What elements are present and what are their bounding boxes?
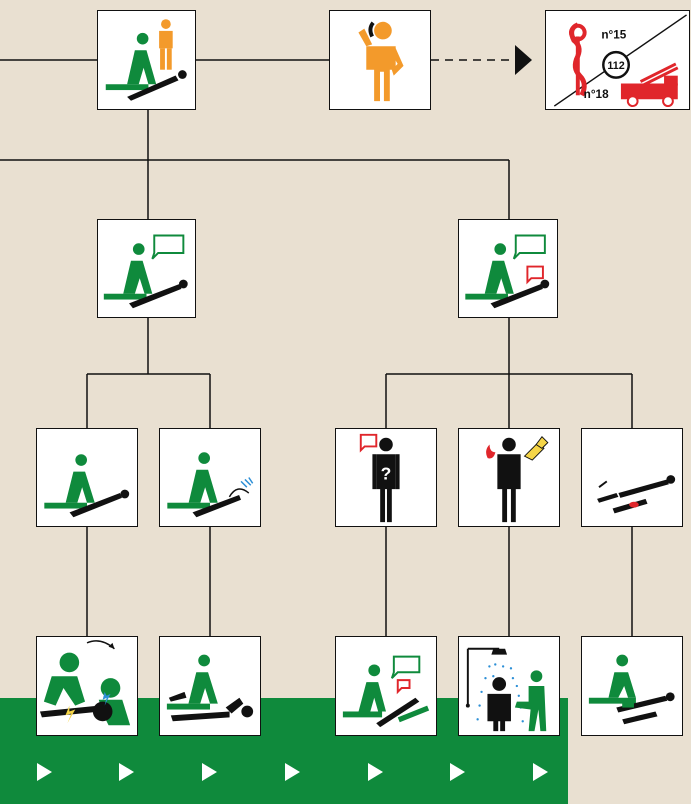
cpr-defibrillator-icon [37,637,137,735]
breathing-victim-icon [160,429,260,526]
arrow-head-icon [515,45,532,75]
confused-person-box: ? [335,428,437,527]
bleeding-victim-icon [582,429,682,526]
reassure-victim-box [335,636,437,736]
play-button-6[interactable] [450,763,465,781]
general-emergency-number: 112 [607,60,624,72]
samu-number: n°15 [601,28,626,41]
rescuer-with-bystander-icon [98,11,195,109]
recovery-position-box [159,636,261,736]
play-button-7[interactable] [533,763,548,781]
person-on-phone-icon [330,11,430,109]
phone-call-box [329,10,431,110]
rescuer-speaking-to-victim-icon [98,220,195,317]
burned-person-box [458,428,560,527]
compress-wound-box [581,636,683,736]
bleeding-victim-box [581,428,683,527]
unconscious-victim-box [36,428,138,527]
cool-burn-shower-box [458,636,560,736]
reassure-victim-icon [336,637,436,735]
question-mark-icon: ? [381,463,392,483]
play-button-5[interactable] [368,763,383,781]
apply-pressure-icon [582,637,682,735]
emergency-services-icon: n°15 112 n°18 [546,11,689,109]
fire-number: n°18 [584,88,609,101]
talk-victim-box [97,219,196,318]
emergency-numbers-box: n°15 112 n°18 [545,10,690,110]
confused-person-icon: ? [336,429,436,526]
play-button-2[interactable] [119,763,134,781]
unconscious-victim-icon [37,429,137,526]
play-button-1[interactable] [37,763,52,781]
play-button-3[interactable] [202,763,217,781]
recovery-position-icon [160,637,260,735]
burn-injury-icon [459,429,559,526]
talk-victim-responds-box [458,219,558,318]
shower-cooling-icon [459,637,559,735]
play-button-4[interactable] [285,763,300,781]
alert-witness-box [97,10,196,110]
breathing-victim-box [159,428,261,527]
rescuer-speaking-victim-responds-icon [459,220,557,317]
cpr-defibrillation-box [36,636,138,736]
